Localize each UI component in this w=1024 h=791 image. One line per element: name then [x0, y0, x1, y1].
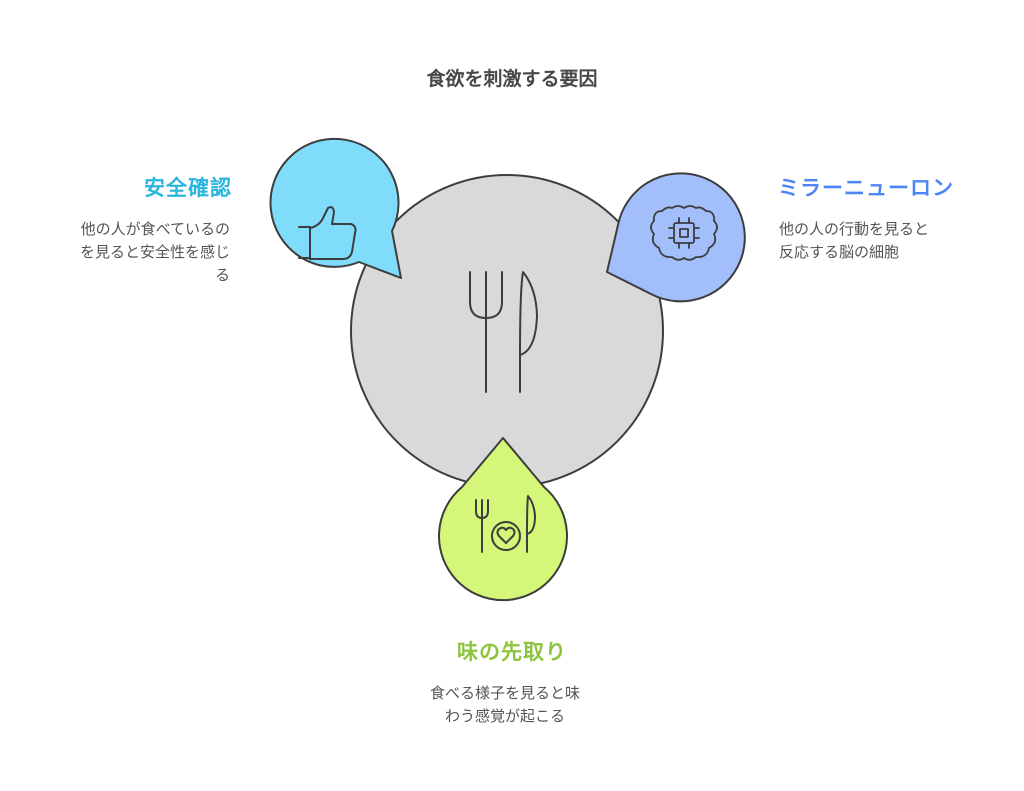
plate-heart-icon	[475, 495, 536, 553]
mirror-heading: ミラーニューロン	[778, 176, 954, 200]
safety-heading: 安全確認	[144, 176, 232, 200]
safety-desc-line-1: 他の人が食べているの	[80, 220, 230, 238]
mirror-drop	[606, 172, 746, 303]
taste-description: 食べる様子を見ると味 わう感覚が起こる	[0, 682, 1010, 728]
brain-chip-icon	[650, 205, 718, 261]
diagram-title: 食欲を刺激する要因	[426, 68, 598, 90]
taste-desc-line-1: 食べる様子を見ると味	[429, 684, 580, 702]
mirror-desc-line-1: 他の人の行動を見ると	[779, 220, 930, 238]
thumbs-up-icon	[298, 206, 357, 260]
mirror-description: 他の人の行動を見ると 反応する脳の細胞	[779, 218, 999, 264]
taste-drop	[438, 437, 568, 602]
safety-desc-line-3: る	[214, 266, 230, 284]
safety-desc-line-2: を見ると安全性を感じ	[79, 243, 230, 261]
center-circle	[350, 174, 664, 488]
taste-heading: 味の先取り	[457, 640, 567, 664]
mirror-desc-line-2: 反応する脳の細胞	[779, 243, 900, 261]
fork-knife-icon	[469, 271, 538, 393]
safety-description: 他の人が食べているの を見ると安全性を感じ る	[20, 218, 230, 287]
taste-desc-line-2: わう感覚が起こる	[444, 707, 565, 725]
safety-drop	[269, 137, 402, 279]
